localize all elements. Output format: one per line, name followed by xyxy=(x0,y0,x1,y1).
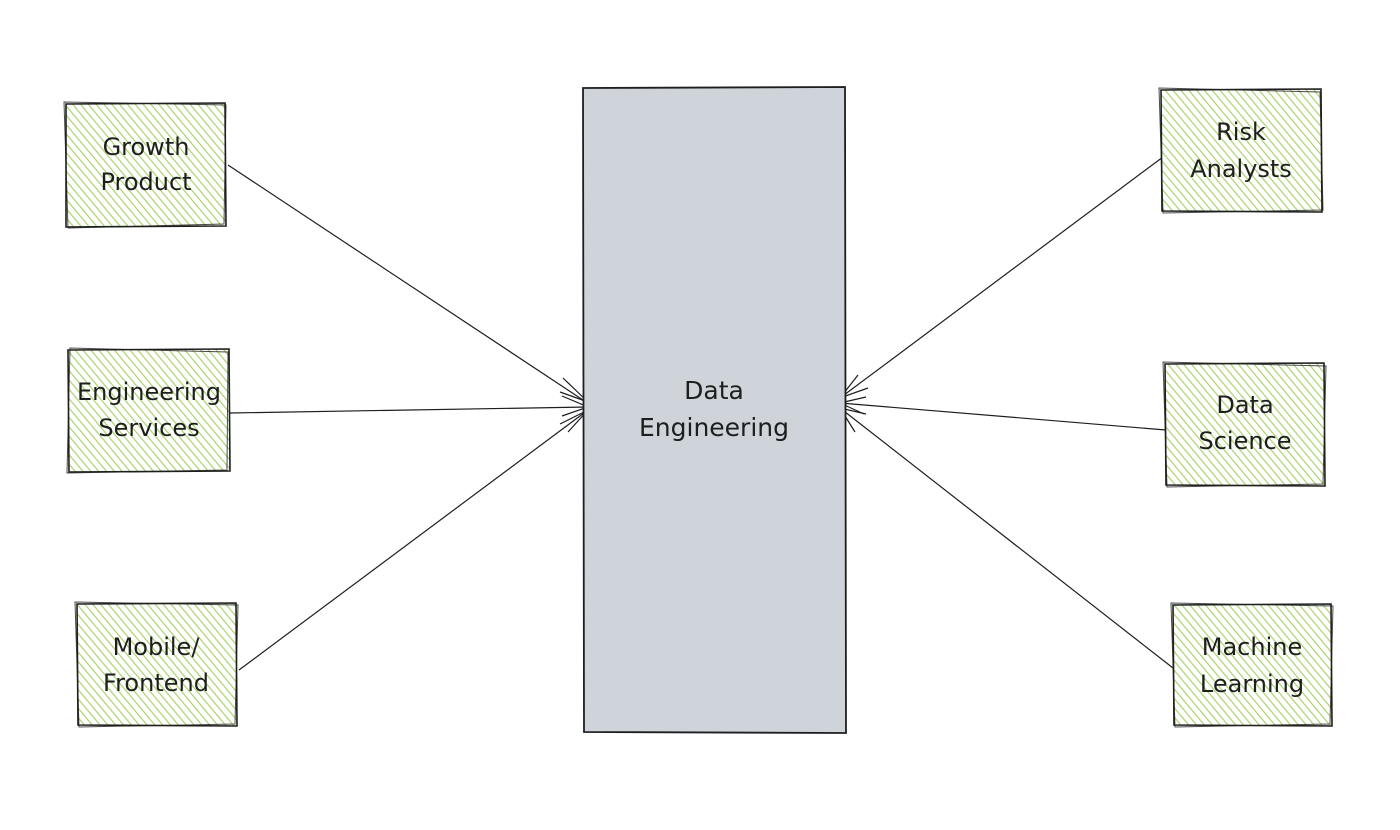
edge-mobile-frontend xyxy=(238,409,589,671)
edge-risk-analysts xyxy=(838,156,1164,400)
node-label-line-1: Mobile/ xyxy=(113,633,201,661)
node-label-line-1: Engineering xyxy=(77,378,221,406)
node-label-line-2: Analysts xyxy=(1190,155,1292,183)
node-label-line-2: Product xyxy=(100,168,191,196)
node-label-line-2: Science xyxy=(1198,427,1291,455)
node-risk-analysts[interactable]: Risk Analysts xyxy=(1158,87,1324,214)
edge-machine-learning xyxy=(838,407,1174,669)
node-label-line-2: Learning xyxy=(1200,670,1304,698)
node-label-line-1: Machine xyxy=(1202,633,1302,661)
node-mobile-frontend[interactable]: Mobile/ Frontend xyxy=(74,601,239,728)
node-label-line-1: Risk xyxy=(1216,118,1266,146)
center-label-line-2: Engineering xyxy=(639,413,789,442)
node-label-line-1: Growth xyxy=(103,133,190,161)
center-label-line-1: Data xyxy=(684,376,744,405)
node-engineering-services[interactable]: Engineering Services xyxy=(66,347,231,474)
edge-engineering-services xyxy=(229,395,590,417)
center-node-data-engineering[interactable]: Data Engineering xyxy=(582,86,847,734)
node-label-line-2: Frontend xyxy=(103,669,209,697)
edges-group xyxy=(227,156,1174,671)
node-growth-product[interactable]: Growth Product xyxy=(63,101,227,229)
edge-growth-product xyxy=(227,164,589,403)
edge-data-science xyxy=(838,396,1167,431)
node-data-science[interactable]: Data Science xyxy=(1162,361,1327,488)
node-label-line-1: Data xyxy=(1216,391,1273,419)
node-machine-learning[interactable]: Machine Learning xyxy=(1170,602,1334,728)
node-label-line-2: Services xyxy=(98,414,199,442)
